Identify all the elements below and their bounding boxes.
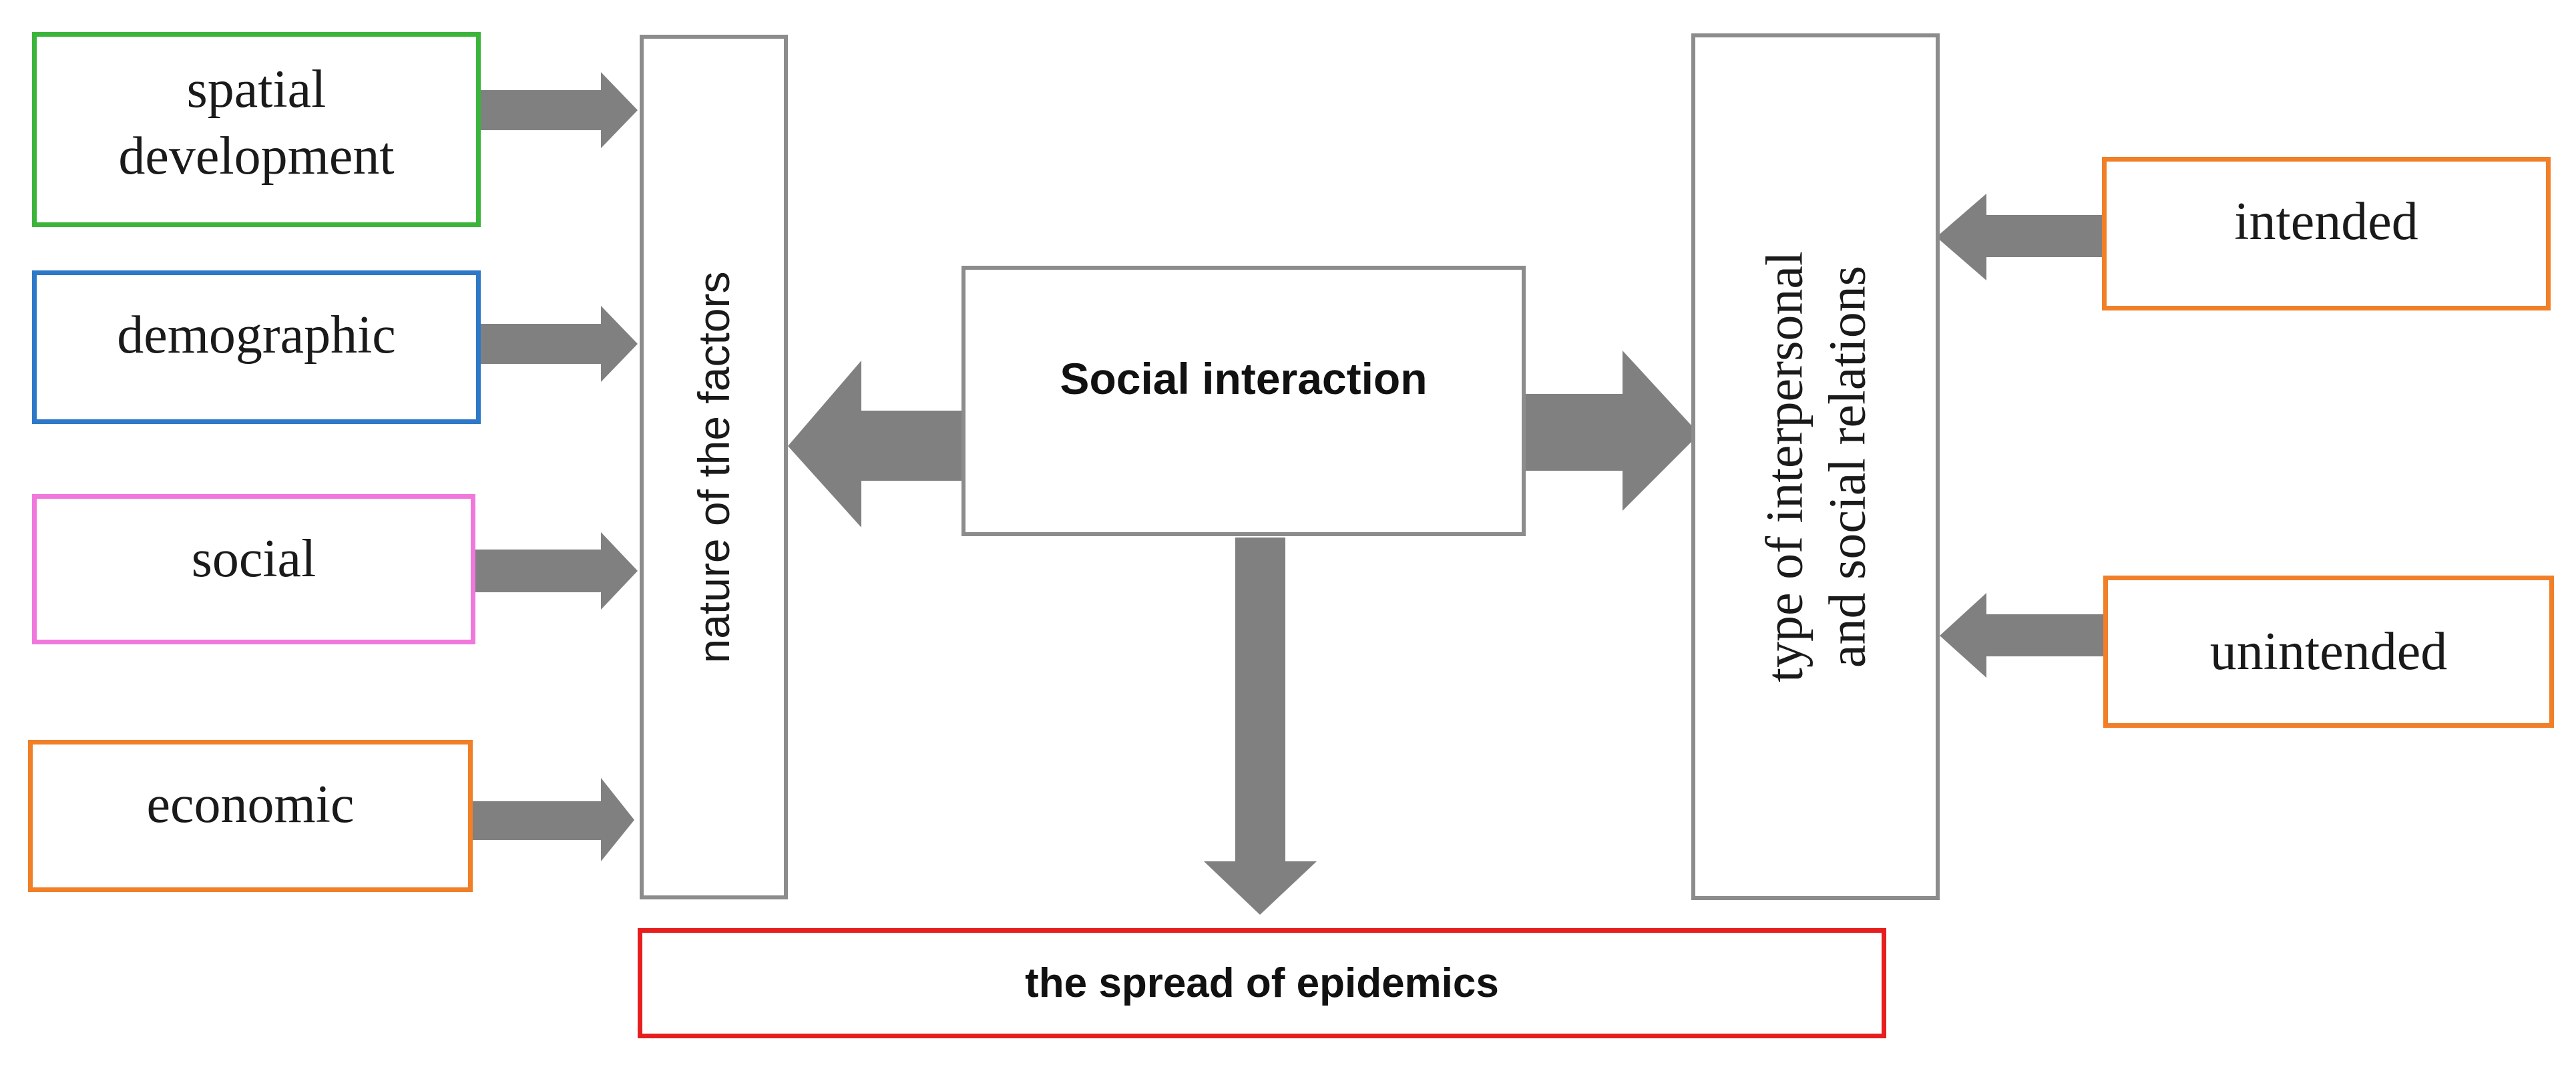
social-interaction-label: Social interaction bbox=[1060, 354, 1428, 403]
nature-of-factors-label: nature of the factors bbox=[689, 270, 738, 664]
relation-intended: intended bbox=[2102, 157, 2551, 310]
factor-demographic: demographic bbox=[32, 270, 481, 424]
relations-box: type of interpersonal and social relatio… bbox=[1691, 33, 1940, 900]
factor-spatial-label: spatial development bbox=[118, 56, 394, 190]
factor-economic-label: economic bbox=[146, 775, 355, 834]
arrow-center-to-nature bbox=[788, 361, 961, 527]
relations-line2: and social relations bbox=[1817, 265, 1876, 668]
factor-spatial-line1: spatial bbox=[186, 60, 327, 119]
arrow-social-to-nature bbox=[471, 532, 638, 610]
relation-unintended-label: unintended bbox=[2209, 622, 2448, 681]
arrow-demographic-to-nature bbox=[475, 306, 638, 382]
nature-of-factors-box: nature of the factors bbox=[640, 35, 788, 899]
arrow-unintended-to-relations bbox=[1940, 593, 2103, 678]
factor-social: social bbox=[32, 494, 475, 644]
arrow-spatial-to-nature bbox=[481, 72, 638, 148]
arrow-center-to-outcome bbox=[1204, 538, 1317, 915]
factor-demographic-label: demographic bbox=[117, 306, 396, 365]
relations-line1: type of interpersonal bbox=[1755, 251, 1813, 682]
arrow-intended-to-relations bbox=[1936, 194, 2102, 280]
arrow-center-to-relations bbox=[1526, 351, 1699, 511]
factor-spatial-line2: development bbox=[118, 127, 395, 186]
relation-intended-label: intended bbox=[2234, 192, 2418, 251]
factor-social-label: social bbox=[191, 529, 316, 588]
social-interaction-box: Social interaction bbox=[961, 266, 1526, 536]
outcome-label: the spread of epidemics bbox=[1025, 960, 1499, 1006]
factor-economic: economic bbox=[28, 740, 473, 892]
relation-unintended: unintended bbox=[2103, 576, 2554, 728]
relations-label: type of interpersonal and social relatio… bbox=[1753, 251, 1878, 682]
arrow-economic-to-nature bbox=[471, 778, 634, 861]
outcome-box: the spread of epidemics bbox=[638, 928, 1886, 1038]
factor-spatial-development: spatial development bbox=[32, 32, 481, 227]
